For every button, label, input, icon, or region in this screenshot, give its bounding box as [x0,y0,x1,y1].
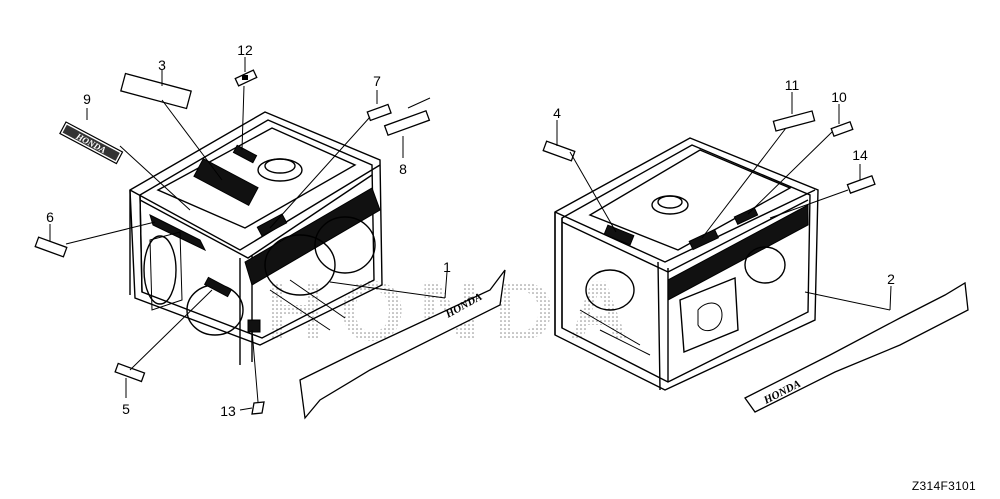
stripe-decal-left: HONDA [299,269,506,420]
callout-13: 13 [220,403,236,419]
callout-3: 3 [158,57,166,73]
callout-11: 11 [785,77,800,93]
tank-label-black [193,157,259,207]
callout-7: 7 [373,73,381,89]
decal-7 [366,103,392,122]
callout-12: 12 [237,42,253,58]
decal-12 [234,69,258,87]
honda-emblem: HONDA [59,121,124,165]
tank-small-label [232,144,258,164]
decal-4 [542,140,576,162]
decal-3 [120,72,192,110]
callout-1: 1 [443,259,451,275]
generator-left [129,111,383,365]
decal-13 [251,401,265,415]
callout-8: 8 [399,161,407,177]
decal-11 [772,110,816,132]
callout-10: 10 [831,89,847,105]
decal-14 [846,174,876,194]
decal-6 [34,236,68,258]
callout-4: 4 [553,105,561,121]
callout-6: 6 [46,209,54,225]
callout-9: 9 [83,91,91,107]
callout-2: 2 [887,271,895,287]
decal-8 [383,97,431,137]
callout-5: 5 [122,401,130,417]
leader-lines [49,57,892,411]
decal-5 [114,362,146,383]
callout-14: 14 [852,147,868,163]
decal-10 [830,120,854,138]
generator-right [554,137,819,391]
diagram-code: Z314F3101 [911,479,976,493]
stripe-decal-right: HONDA [744,281,969,413]
